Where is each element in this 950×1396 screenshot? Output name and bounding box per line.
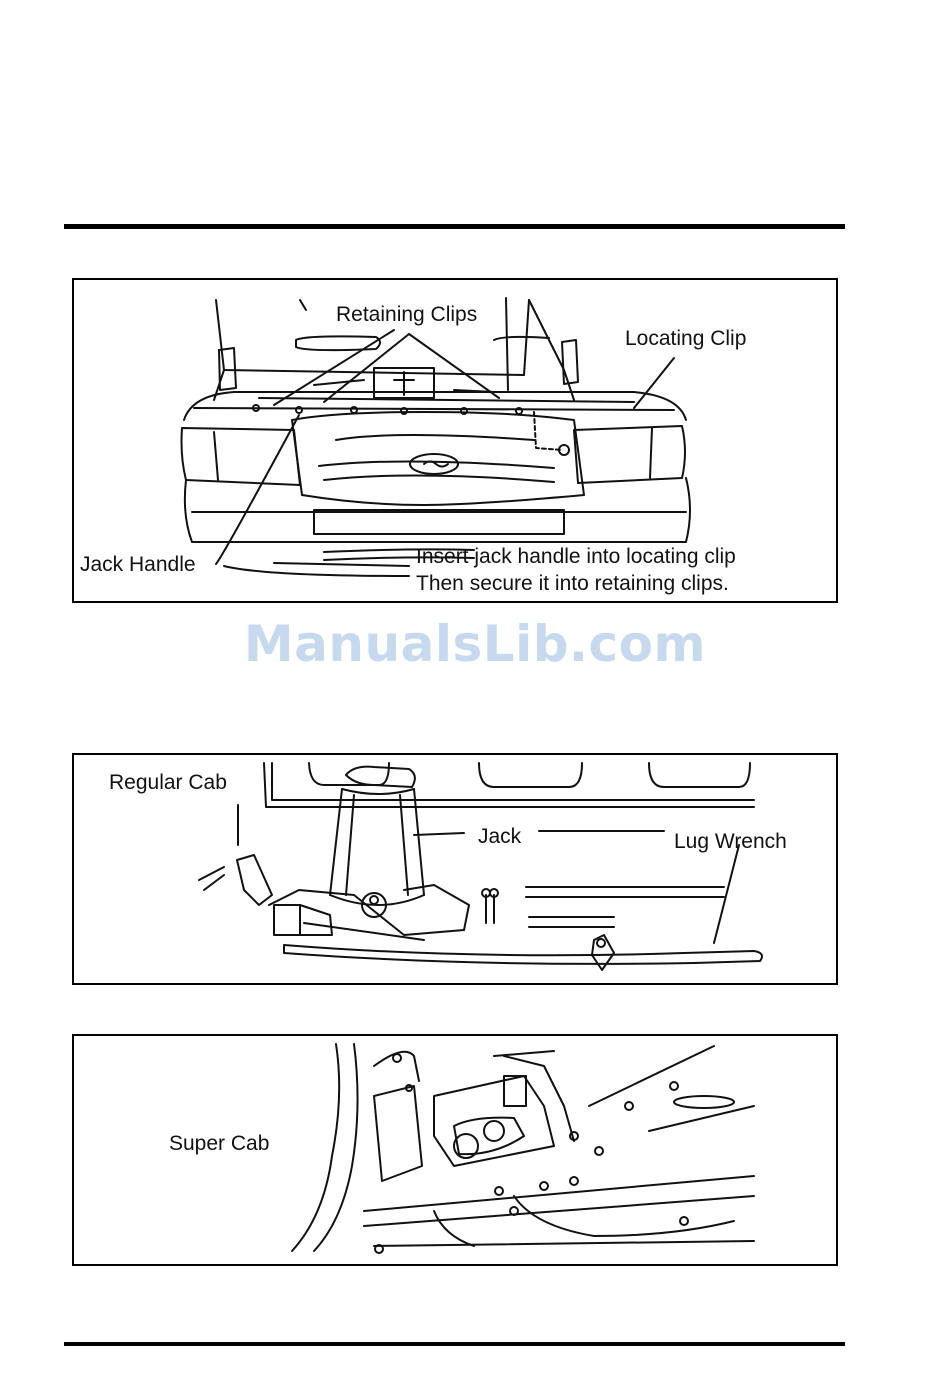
regular-cab-figure: Regular Cab Jack Lug Wrench: [72, 753, 838, 985]
jack-label: Jack: [478, 826, 521, 847]
top-rule: [64, 224, 845, 229]
lug-wrench-label: Lug Wrench: [674, 831, 787, 852]
super-cab-figure: Super Cab: [72, 1034, 838, 1266]
retaining-clips-label: Retaining Clips: [336, 304, 477, 325]
jack-handle-figure: Retaining Clips Locating Clip Jack Handl…: [72, 278, 838, 603]
instruction-line-2: Then secure it into retaining clips.: [416, 573, 729, 594]
watermark: ManualsLib.com: [0, 615, 950, 673]
regular-cab-title: Regular Cab: [109, 772, 227, 793]
jack-handle-label: Jack Handle: [80, 554, 196, 575]
super-cab-title: Super Cab: [169, 1133, 269, 1154]
instruction-line-1: Insert jack handle into locating clip: [416, 546, 736, 567]
bottom-rule: [64, 1342, 845, 1346]
locating-clip-label: Locating Clip: [625, 328, 746, 349]
